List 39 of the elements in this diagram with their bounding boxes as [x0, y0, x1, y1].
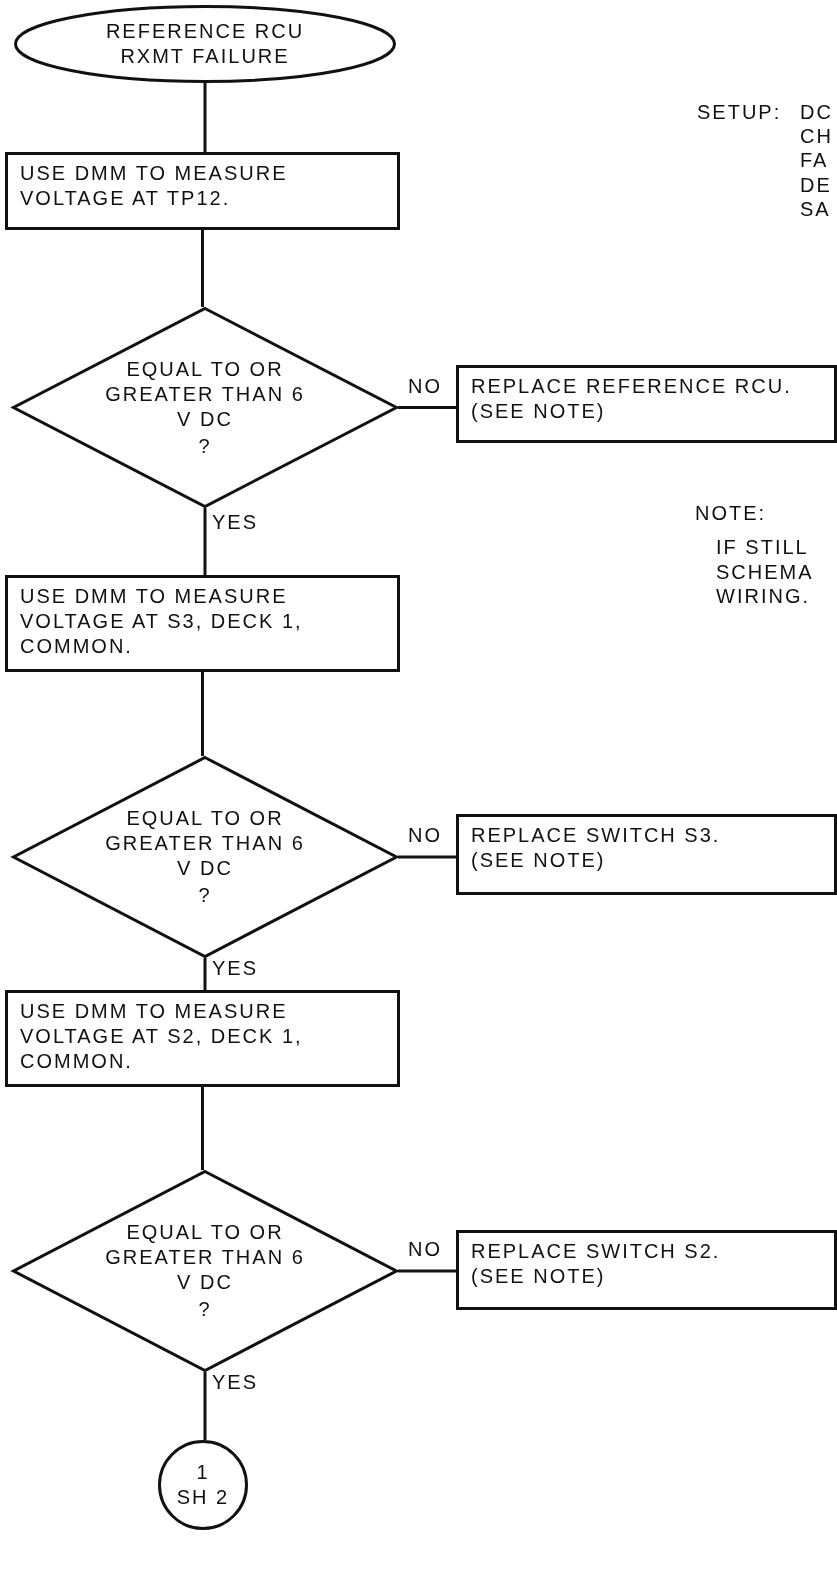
connector-line — [203, 83, 207, 152]
connector-line — [201, 672, 204, 756]
note-text: CH — [800, 124, 833, 149]
decision-text: ? — [197, 883, 213, 908]
connector-line — [203, 1372, 207, 1440]
note-text: IF STILL — [716, 535, 809, 560]
connector-text: 1 — [195, 1460, 211, 1485]
connector-line — [201, 230, 204, 307]
connector-line — [398, 855, 456, 859]
decision-text: EQUAL TO OR GREATER THAN 6 V DC — [104, 806, 306, 881]
connector-line — [398, 1269, 456, 1273]
decision-diamond — [12, 307, 398, 508]
process-box: USE DMM TO MEASURE VOLTAGE AT S2, DECK 1, COMMON. — [5, 990, 400, 1087]
note-text: WIRING. — [716, 584, 810, 609]
note-text: SA — [800, 197, 831, 222]
connector-line — [398, 406, 456, 409]
connector-text: SH 2 — [175, 1485, 231, 1510]
note-text: DC — [800, 100, 833, 125]
process-box: USE DMM TO MEASURE VOLTAGE AT S3, DECK 1, COMMON. — [5, 575, 400, 672]
note-text: NOTE: — [695, 501, 767, 526]
decision-text: EQUAL TO OR GREATER THAN 6 V DC — [104, 356, 306, 432]
decision-text: ? — [197, 433, 213, 459]
decision-diamond — [12, 756, 398, 958]
connector-line — [201, 1087, 204, 1170]
process-box: REPLACE REFERENCE RCU. (SEE NOTE) — [456, 365, 837, 443]
process-box: REPLACE SWITCH S3. (SEE NOTE) — [456, 814, 837, 895]
connector-line — [203, 958, 207, 990]
connector-line — [203, 508, 207, 575]
note-text: DE — [800, 173, 832, 198]
connector-circle — [158, 1440, 248, 1530]
decision-text: ? — [197, 1297, 213, 1322]
process-box: REPLACE SWITCH S2. (SEE NOTE) — [456, 1230, 837, 1310]
decision-diamond — [12, 1170, 398, 1372]
terminator-text: REFERENCE RCU RXMT FAILURE — [104, 19, 306, 69]
process-box: USE DMM TO MEASURE VOLTAGE AT TP12. — [5, 152, 400, 230]
note-text: SCHEMA — [716, 560, 814, 585]
note-text: SETUP: — [697, 100, 782, 125]
decision-text: EQUAL TO OR GREATER THAN 6 V DC — [104, 1220, 306, 1295]
note-text: FA — [800, 148, 829, 173]
